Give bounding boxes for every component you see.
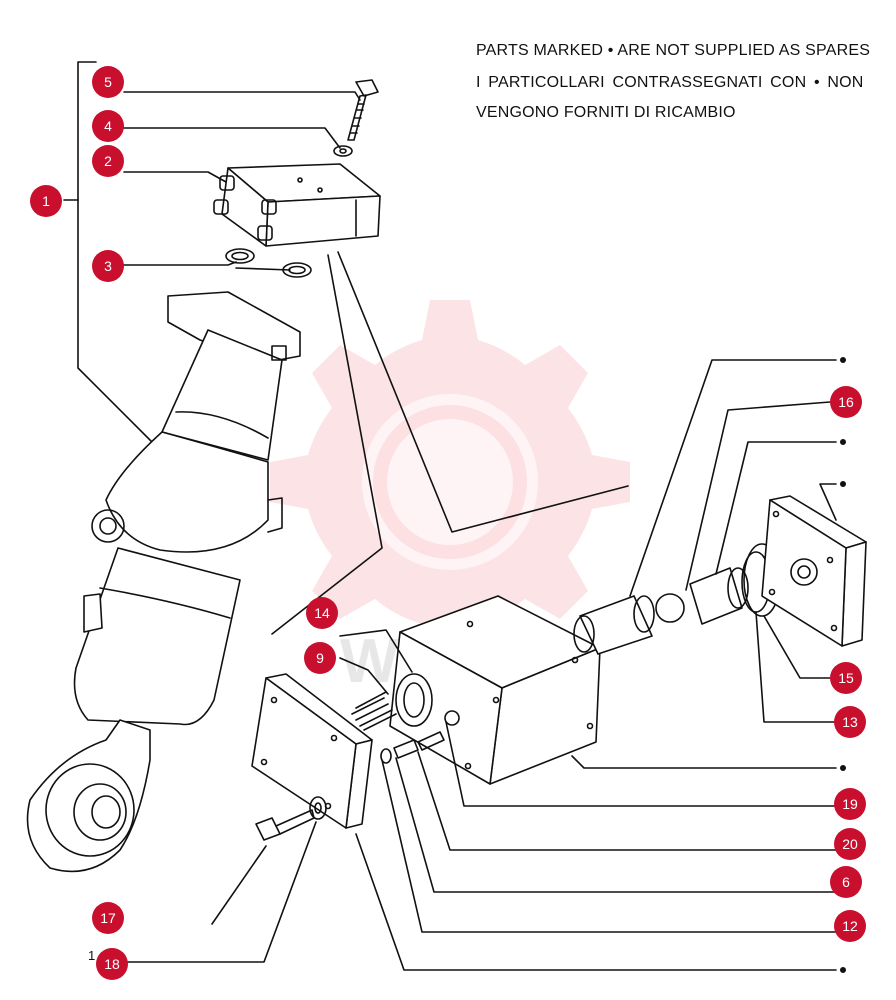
callout-13: 13 [834, 706, 866, 738]
not-supplied-dot [840, 765, 846, 771]
group-bracket-line [77, 61, 156, 446]
callout-16: 16 [830, 386, 862, 418]
callout-1: 1 [30, 185, 62, 217]
bolt-part-5 [347, 79, 379, 141]
callout-5: 5 [92, 66, 124, 98]
not-supplied-dot [840, 439, 846, 445]
note-line-english: PARTS MARKED • ARE NOT SUPPLIED AS SPARE… [476, 42, 871, 59]
bolt-part-17 [255, 809, 315, 841]
valve-block-part-2 [213, 163, 381, 247]
seal-part-3a [225, 248, 255, 264]
callout-19: 19 [834, 788, 866, 820]
washer-part-18 [309, 796, 327, 820]
seal-part-14 [395, 673, 433, 727]
callout-20: 20 [834, 828, 866, 860]
callout-12: 12 [834, 910, 866, 942]
hydraulic-cylinder-part-1 [26, 291, 301, 873]
callout-9: 9 [304, 642, 336, 674]
callout-14: 14 [306, 597, 338, 629]
callout-17: 17 [92, 902, 124, 934]
not-supplied-dot [840, 357, 846, 363]
callout-18: 18 [96, 948, 128, 980]
callout-4: 4 [92, 110, 124, 142]
seal-part-12 [380, 748, 392, 764]
fitting-part-6 [393, 739, 419, 759]
valve-body-part [389, 595, 601, 785]
callout-2: 2 [92, 145, 124, 177]
valve-pin-part-20 [417, 731, 445, 751]
not-supplied-dot [840, 481, 846, 487]
spring-part-9 [351, 691, 397, 731]
callout-3: 3 [92, 250, 124, 282]
washer-part-4 [333, 145, 353, 157]
note-line-italian-1: I PARTICOLLARI CONTRASSEGNATI CON • NON [476, 74, 864, 91]
ball-part [655, 593, 685, 623]
stray-label: 1 [88, 948, 96, 963]
seal-part-3b [282, 262, 312, 278]
not-supplied-dot [840, 967, 846, 973]
end-plate-part [761, 495, 867, 647]
callout-6: 6 [830, 866, 862, 898]
note-line-italian-2: VENGONO FORNITI DI RICAMBIO [476, 104, 736, 121]
cover-plate-part [251, 673, 373, 829]
callout-15: 15 [830, 662, 862, 694]
seat-part-16 [689, 567, 743, 625]
plug-part-19 [444, 710, 460, 726]
